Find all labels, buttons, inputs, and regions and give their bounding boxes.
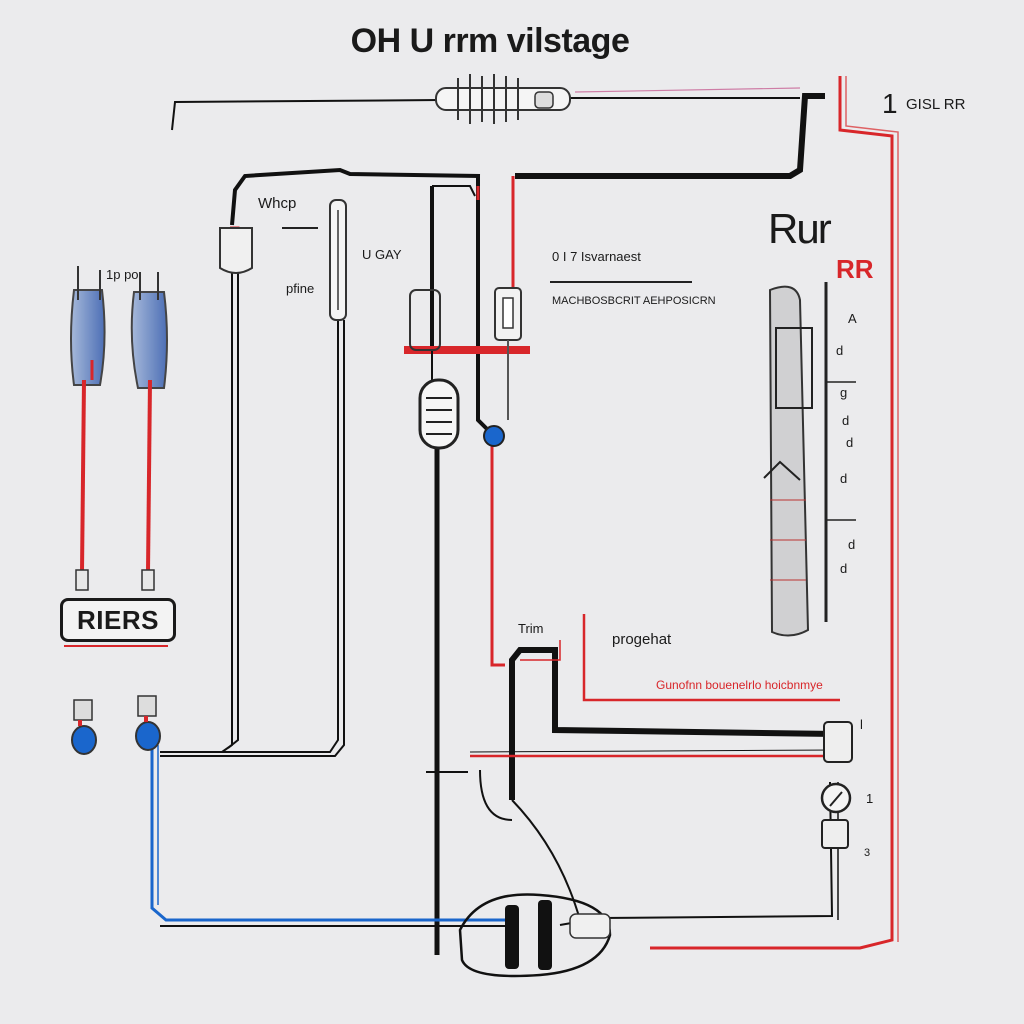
when-label: Whcp (258, 195, 297, 212)
rur-label: Rur (768, 205, 832, 252)
center-probe (409, 289, 441, 955)
inductor-coil-icon (435, 74, 571, 124)
diagram-title: OH U rrm vilstage (350, 22, 630, 60)
side-number-0: l (860, 717, 863, 732)
top-right-number: 1 (882, 88, 898, 119)
side-number-1: 1 (866, 791, 874, 806)
trim-label: Trim (518, 621, 544, 636)
red-main-wire (650, 76, 899, 950)
meter-icon (820, 721, 853, 849)
scale-mark-1: d (836, 343, 844, 358)
pfine-label: pfine (286, 281, 315, 296)
scale-mark-6: d (848, 537, 856, 552)
ruler-panel (763, 282, 856, 637)
u-gay-label: U GAY (362, 247, 402, 262)
motor-coil-icon (458, 893, 612, 978)
spec-line-2: MACHBOSBCRIT AEHPOSICRN (552, 295, 716, 307)
side-number-2: 3 (864, 847, 871, 859)
left-pin-label: 1p po (106, 267, 139, 282)
progehat-label: progehat (612, 631, 672, 648)
probe-wires (160, 226, 345, 757)
scale-mark-2: g (840, 385, 848, 400)
bulb-socket-icon (418, 378, 505, 450)
scale-mark-7: d (840, 561, 848, 576)
riers-label-box: RIERS (60, 598, 176, 642)
rr-label: RR (836, 254, 874, 284)
riers-label: RIERS (77, 604, 159, 635)
scale-mark-0: A (848, 311, 857, 326)
fuse-icon (494, 287, 522, 420)
scale-mark-4: d (846, 435, 854, 450)
connector-plug-icon (219, 199, 347, 321)
scale-mark-5: d (840, 471, 848, 486)
spec-line-1: 0 I 7 Isvarnaest (552, 249, 641, 264)
red-center-wire (404, 176, 530, 667)
scale-mark-3: d (842, 413, 850, 428)
left-probe-pair (64, 266, 168, 647)
top-right-code: GISL RR (906, 96, 966, 113)
black-main-wire (230, 93, 825, 432)
red-bracket (520, 614, 840, 702)
top-feed-wire (171, 87, 801, 131)
bottom-caption: Gunofnn bouenelrlo hoicbnmye (656, 678, 823, 692)
blue-wire (71, 695, 510, 927)
